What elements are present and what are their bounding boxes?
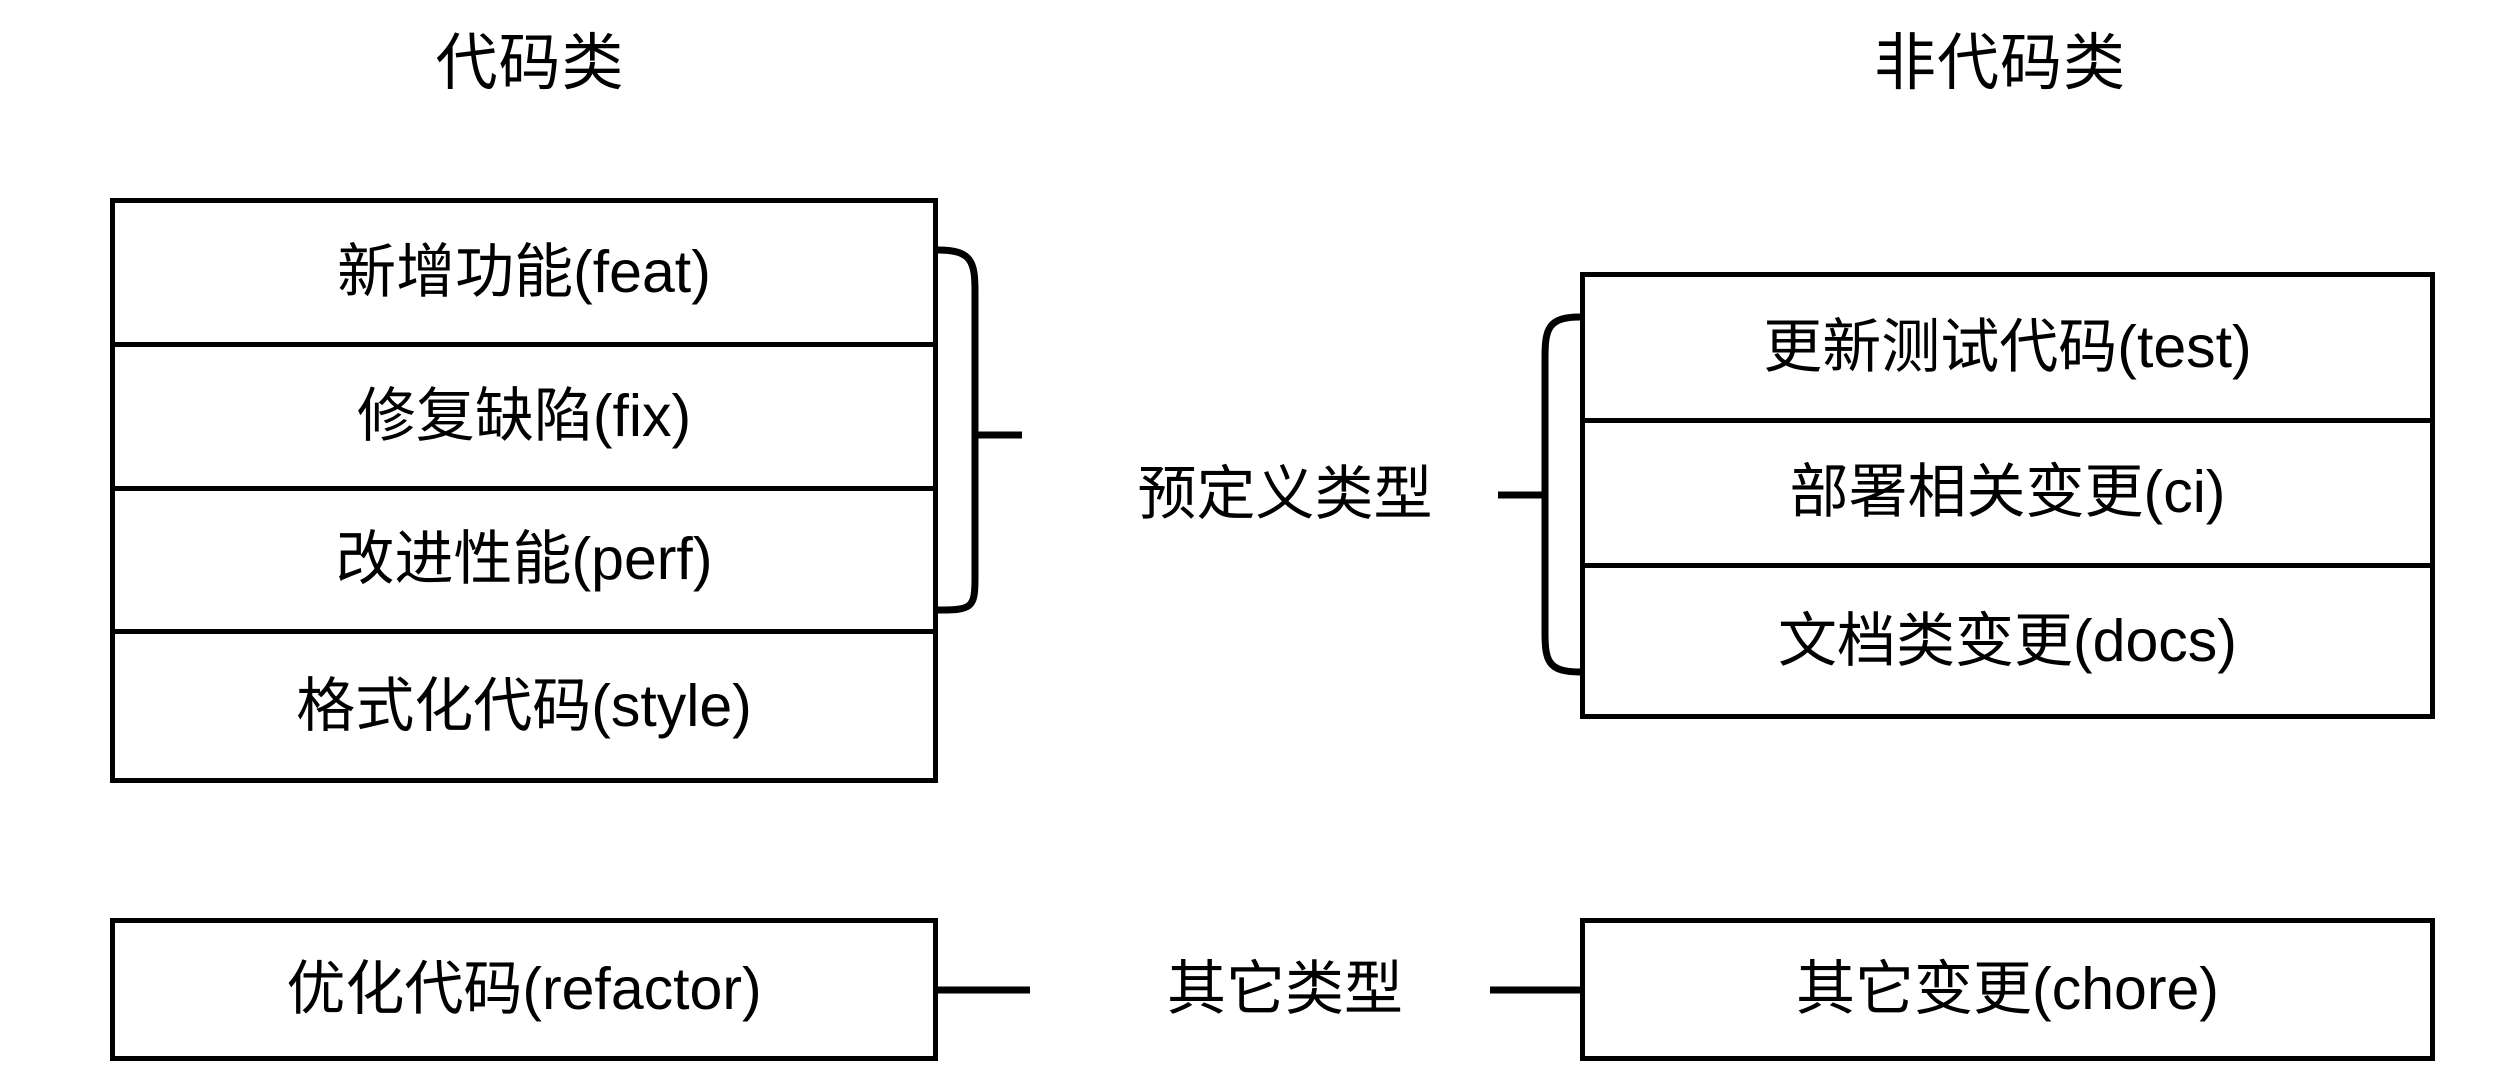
column-header-noncode: 非代码类 <box>1873 29 2126 98</box>
list-item[interactable]: 文档类变更(docs) <box>1585 568 2430 714</box>
noncode-predefined-box: 更新测试代码(test) 部署相关变更(ci) 文档类变更(docs) <box>1580 272 2435 719</box>
list-item[interactable]: 部署相关变更(ci) <box>1585 422 2430 569</box>
list-item[interactable]: 改进性能(perf) <box>115 490 933 635</box>
column-header-code: 代码类 <box>435 29 625 98</box>
list-item[interactable]: 更新测试代码(test) <box>1585 277 2430 423</box>
code-predefined-box: 新增功能(feat) 修复缺陷(fix) 改进性能(perf) 格式化代码(st… <box>110 198 938 783</box>
code-other-box[interactable]: 优化代码(refactor) <box>110 918 938 1061</box>
list-item[interactable]: 修复缺陷(fix) <box>115 346 933 491</box>
group-label-other: 其它类型 <box>1166 956 1403 1022</box>
list-item[interactable]: 新增功能(feat) <box>115 203 933 347</box>
group-label-predefined: 预定义类型 <box>1137 461 1433 527</box>
brace-right-predefined <box>1541 313 1581 676</box>
brace-left-predefined <box>937 246 979 614</box>
noncode-other-box[interactable]: 其它变更(chore) <box>1580 918 2435 1061</box>
list-item[interactable]: 格式化代码(style) <box>115 634 933 778</box>
